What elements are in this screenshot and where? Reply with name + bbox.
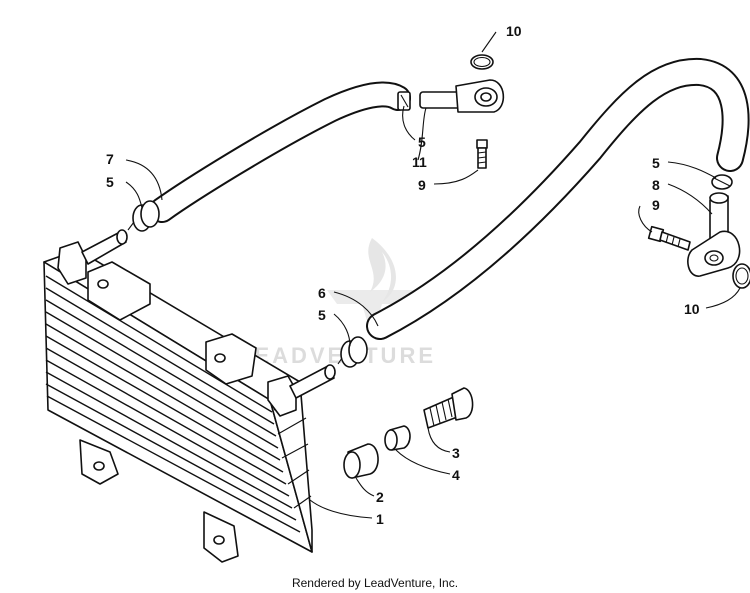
cooler-fins: [45, 275, 312, 533]
callout-9-bolt-right: 9: [652, 197, 660, 213]
hose-clamp-right[interactable]: [711, 174, 733, 190]
callout-9-bolt-upper: 9: [418, 177, 426, 193]
callout-5-clamp-lower: 5: [318, 307, 326, 323]
callout-1-oil-cooler: 1: [376, 511, 384, 527]
spacer[interactable]: [384, 425, 411, 451]
upper-hose[interactable]: [149, 81, 411, 223]
callout-8-fitting-right: 8: [652, 177, 660, 193]
o-ring-right[interactable]: [732, 263, 750, 289]
footer-credit: Rendered by LeadVenture, Inc.: [291, 576, 459, 590]
callout-5-clamp-upper: 5: [418, 134, 426, 150]
o-ring-upper[interactable]: [470, 54, 494, 70]
callout-7-upper-hose: 7: [106, 151, 114, 167]
callout-2-grommet: 2: [376, 489, 384, 505]
hose-clamp-upper-right[interactable]: [397, 91, 411, 111]
callout-6-lower-hose: 6: [318, 285, 326, 301]
leader-lines: [125, 31, 741, 519]
bolt-upper[interactable]: [476, 139, 488, 169]
callout-3-drain-bolt: 3: [452, 445, 460, 461]
drain-bolt[interactable]: [423, 387, 474, 429]
elbow-fitting-right[interactable]: [687, 192, 741, 277]
bolt-right[interactable]: [647, 225, 691, 251]
grommet[interactable]: [343, 443, 379, 479]
callout-10-oring-right: 10: [684, 301, 700, 317]
oil-cooler[interactable]: [43, 229, 336, 563]
lower-hose[interactable]: [366, 57, 750, 340]
hose-clamp-lower-left[interactable]: [337, 336, 368, 368]
callout-11-fitting: 11: [412, 154, 427, 170]
hose-clamp-upper-left[interactable]: [127, 200, 160, 232]
elbow-fitting-upper[interactable]: [419, 79, 505, 113]
callout-4-spacer: 4: [452, 467, 460, 483]
callout-5-clamp-right: 5: [652, 155, 660, 171]
callout-5-clamp-left: 5: [106, 174, 114, 190]
callout-10-oring-upper: 10: [506, 23, 522, 39]
